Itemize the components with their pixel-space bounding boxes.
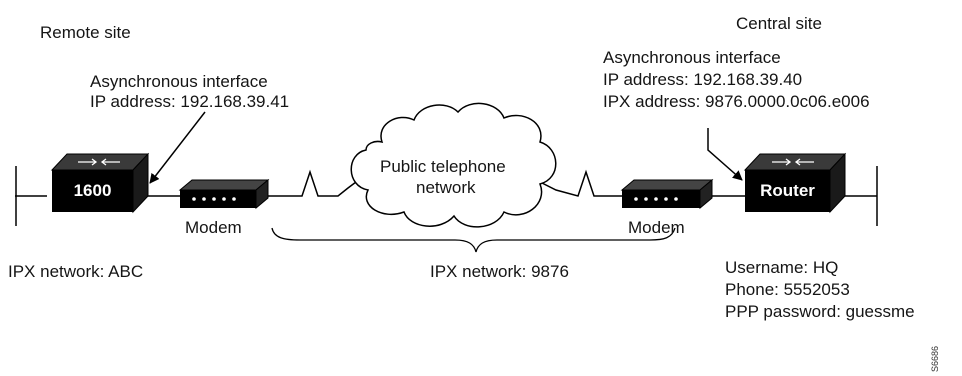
remote-ip-address: IP address: 192.168.39.41 [90, 92, 290, 111]
cloud-label-line1: Public telephone [380, 157, 506, 176]
wan-ipx-network: IPX network: 9876 [430, 262, 569, 281]
central-ip-address: IP address: 192.168.39.40 [603, 70, 803, 89]
central-phone: Phone: 5552053 [725, 280, 850, 299]
central-router-icon [743, 152, 847, 214]
central-username: Username: HQ [725, 258, 839, 277]
central-interface-title: Asynchronous interface [603, 48, 781, 67]
remote-interface-arrow [149, 111, 206, 184]
remote-lan-segment [15, 166, 47, 226]
central-site-label: Central site [736, 14, 822, 33]
remote-device-label: 1600 [73, 181, 112, 200]
remote-modem-icon [178, 178, 270, 210]
remote-interface-title: Asynchronous interface [90, 72, 268, 91]
router-1600-icon [50, 152, 150, 214]
remote-modem-label: Modem [185, 218, 242, 237]
central-modem-icon [620, 178, 714, 210]
figure-number: S6686 [930, 345, 940, 372]
remote-ipx-network: IPX network: ABC [8, 262, 144, 281]
central-interface-arrow [707, 128, 743, 181]
central-lan-segment [845, 166, 878, 226]
cloud-icon [350, 102, 557, 228]
central-device-label: Router [760, 181, 815, 200]
remote-telephone-line [268, 169, 357, 197]
central-ppp-password: PPP password: guessme [725, 302, 915, 321]
cloud-label-line2: network [416, 178, 476, 197]
central-telephone-line [539, 169, 622, 197]
wan-brace [271, 227, 676, 253]
central-modem-label: Modem [628, 218, 685, 237]
remote-site-label: Remote site [40, 23, 131, 42]
central-ipx-address: IPX address: 9876.0000.0c06.e006 [603, 92, 870, 111]
